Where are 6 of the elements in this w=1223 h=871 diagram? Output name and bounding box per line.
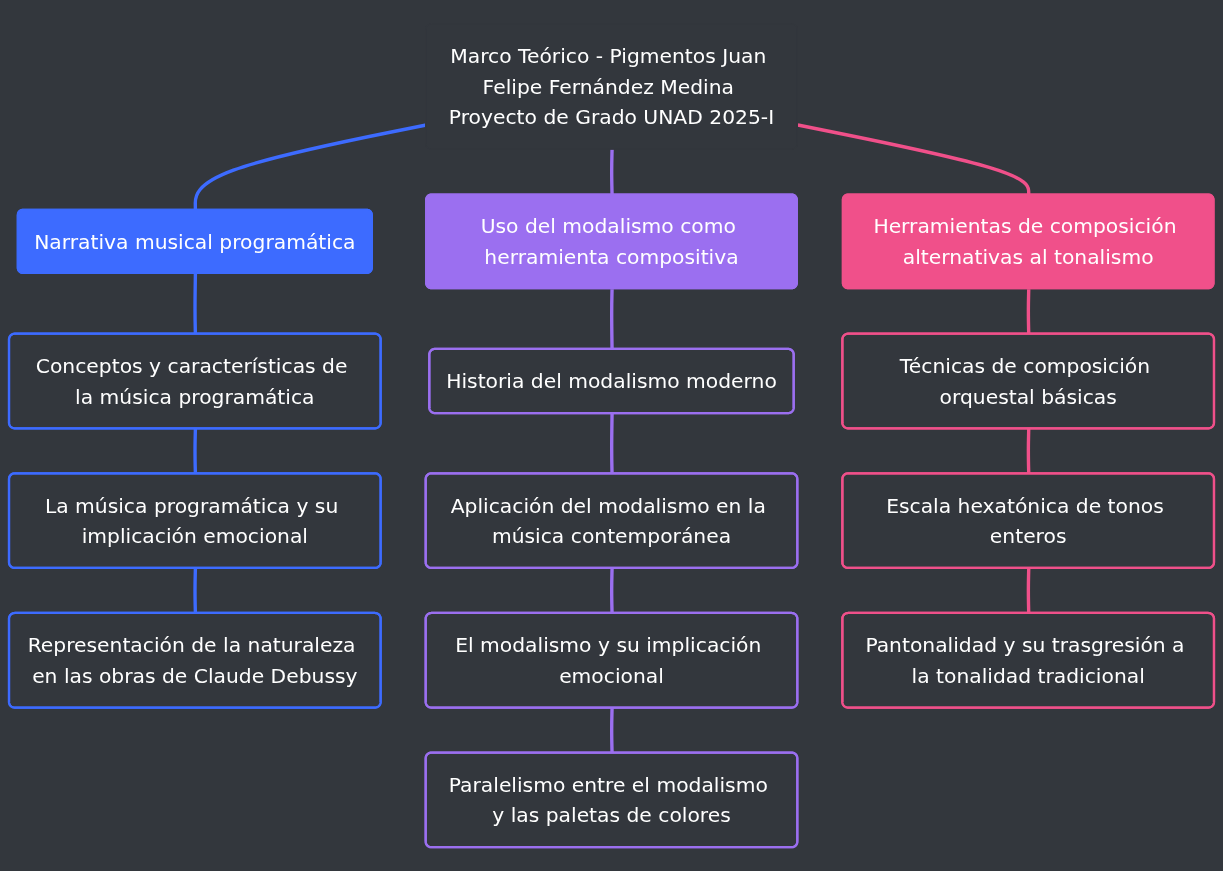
connector bbox=[1026, 428, 1031, 474]
connector bbox=[193, 428, 198, 474]
connector bbox=[797, 123, 1031, 195]
connector bbox=[610, 149, 614, 195]
connector bbox=[610, 413, 614, 474]
node-text: Marco Teórico - Pigmentos Juan Felipe Fernández Medina Proyecto de Grado UNAD 2025-I bbox=[448, 44, 775, 129]
